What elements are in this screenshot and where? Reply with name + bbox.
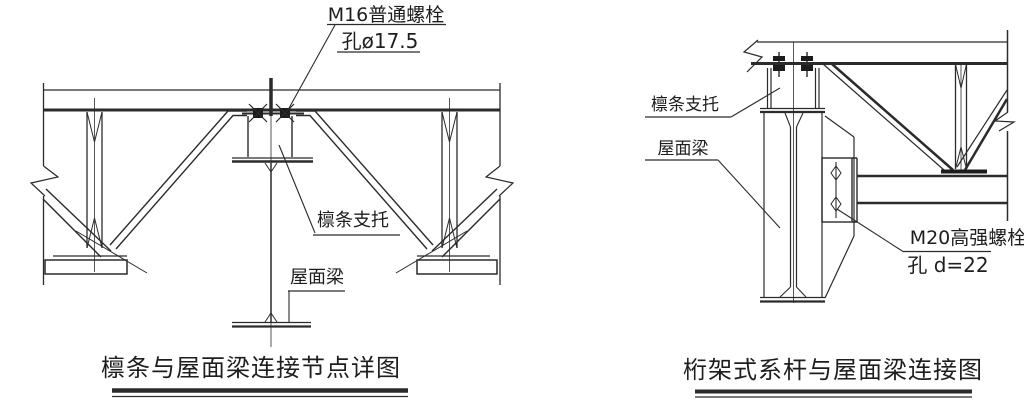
leader-bolt-spec — [836, 208, 904, 252]
web — [789, 127, 798, 287]
bolt-symbol-right — [275, 103, 295, 123]
bolt-symbol-left — [248, 103, 268, 123]
right-base-plate — [416, 255, 498, 275]
right-outer-brace — [431, 188, 498, 252]
left-inner-brace-2 — [115, 114, 247, 250]
m20-bolt-symbol — [830, 196, 842, 212]
right-title-block: 桁架式系杆与屋面梁连接图 — [683, 356, 983, 398]
break-symbol-icon — [484, 165, 515, 197]
purlin-support-bracket — [760, 68, 825, 114]
leader-roof-beam — [717, 159, 781, 229]
roof-beam-label: 屋面梁 — [658, 139, 709, 159]
left-title-block: 檩条与屋面梁连接节点详图 — [101, 354, 408, 398]
left-outer-brace — [45, 188, 112, 252]
truss-vertical-member — [941, 63, 987, 174]
left-cross-rod — [75, 230, 148, 274]
purlin-support-bracket — [242, 112, 304, 157]
leader-purlin-support — [278, 144, 316, 234]
roof-beam-section — [232, 157, 313, 328]
flange-edges — [763, 112, 823, 297]
right-drawing-title: 桁架式系杆与屋面梁连接图 — [683, 356, 983, 384]
left-outer-brace-2 — [42, 198, 102, 258]
bolt-spec-line2: 孔 d=22 — [907, 253, 988, 277]
left-drawing-title: 檩条与屋面梁连接节点详图 — [101, 354, 401, 382]
right-web-member — [441, 98, 458, 272]
right-inner-brace — [296, 110, 434, 246]
left-web-member — [86, 98, 103, 272]
purlin-support-label: 檩条支托 — [651, 95, 719, 115]
left-edge-line-with-break — [29, 83, 60, 285]
roof-beam-label: 屋面梁 — [290, 267, 344, 288]
left-annotations: M16普通螺栓 孔ø17.5 檩条支托 屋面梁 — [278, 4, 446, 322]
bolt-spec-line2: 孔ø17.5 — [342, 29, 419, 53]
purlin-support-label: 檩条支托 — [317, 210, 389, 231]
right-edge-line-with-break — [993, 30, 1016, 221]
bolt-spec-line1: M20高强螺栓 — [910, 227, 1024, 249]
truss-diagonals — [822, 63, 1009, 171]
leader-bolt-spec — [287, 24, 336, 111]
tie-rod — [857, 174, 1007, 205]
node-plate — [941, 169, 987, 174]
diagonal-braces — [42, 110, 501, 274]
right-edge-line-with-break — [484, 83, 515, 285]
bracket-bolts — [773, 52, 813, 77]
m20-bolt-symbol — [830, 165, 842, 181]
left-base-plate — [44, 255, 128, 275]
leader-purlin-support — [730, 87, 781, 118]
left-inner-brace — [109, 110, 247, 246]
gusset-plate — [824, 115, 855, 299]
right-outer-brace-2 — [441, 198, 501, 258]
right-inner-brace-2 — [296, 114, 428, 250]
bolt-spec-line1: M16普通螺栓 — [328, 4, 445, 26]
break-symbol-icon — [742, 39, 764, 73]
connection-plate — [821, 157, 858, 223]
right-drawing: 檩条支托 屋面梁 M20高强螺栓 孔 d=22 桁架式系杆与屋面梁连接图 — [645, 30, 1024, 398]
right-annotations: 檩条支托 屋面梁 M20高强螺栓 孔 d=22 — [645, 87, 1024, 277]
break-symbol-icon — [993, 111, 1016, 132]
left-drawing: M16普通螺栓 孔ø17.5 檩条支托 屋面梁 檩条与屋面梁连接节点详图 — [29, 4, 515, 398]
break-symbol-icon — [29, 165, 60, 197]
roof-beam-section — [760, 112, 825, 303]
right-cross-rod — [395, 230, 468, 274]
